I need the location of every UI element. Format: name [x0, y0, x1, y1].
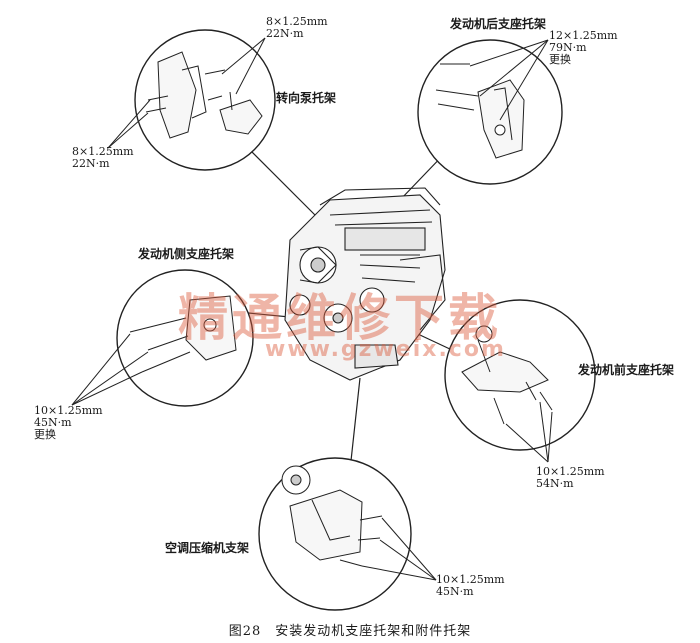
spec-bolt: 12×1.25mm — [549, 29, 618, 42]
spec-bolt: 10×1.25mm — [34, 404, 103, 417]
watermark-url: www.gzweix.com — [265, 337, 506, 362]
spec-rear-mount: 12×1.25mm 79N·m 更换 — [549, 30, 618, 66]
spec-torque: 22N·m — [266, 27, 304, 40]
label-ac-compressor-bracket: 空调压缩机支架 — [165, 541, 250, 555]
engine-illustration — [284, 187, 446, 381]
spec-bolt: 8×1.25mm — [266, 15, 328, 28]
front-pointer-lines — [505, 401, 553, 463]
front-mount-parts — [461, 325, 553, 425]
spec-torque: 54N·m — [536, 477, 574, 490]
spec-torque: 79N·m — [549, 41, 587, 54]
label-rear-mount-bracket: 发动机后支座托架 — [450, 17, 547, 31]
spec-bolt: 10×1.25mm — [436, 573, 505, 586]
spec-steering-top: 8×1.25mm 22N·m — [266, 16, 328, 40]
spec-bolt: 8×1.25mm — [72, 145, 134, 158]
spec-ac-compressor: 10×1.25mm 45N·m — [436, 574, 505, 598]
label-front-mount-bracket: 发动机前支座托架 — [578, 363, 675, 377]
watermark-text: 精通维修下载 — [178, 289, 502, 347]
callout-steering-pump — [134, 29, 276, 171]
steering-pump-parts — [145, 51, 263, 139]
label-steering-pump-bracket: 转向泵托架 — [276, 91, 337, 105]
spec-front-mount: 10×1.25mm 54N·m — [536, 466, 605, 490]
steering-pointer-lines — [107, 37, 266, 149]
spec-bolt: 10×1.25mm — [536, 465, 605, 478]
ac-compressor-parts — [281, 465, 383, 567]
spec-torque: 45N·m — [34, 416, 72, 429]
spec-torque: 45N·m — [436, 585, 474, 598]
spec-side-mount: 10×1.25mm 45N·m 更换 — [34, 405, 103, 441]
rear-pointer-lines — [469, 39, 549, 121]
figure-caption: 图28 安装发动机支座托架和附件托架 — [228, 624, 472, 639]
side-mount-parts — [129, 295, 237, 373]
spec-note: 更换 — [549, 53, 571, 66]
spec-note: 更换 — [34, 428, 56, 441]
spec-steering-left: 8×1.25mm 22N·m — [72, 146, 134, 170]
label-side-mount-bracket: 发动机侧支座托架 — [138, 247, 235, 261]
side-pointer-lines — [71, 333, 149, 406]
spec-torque: 22N·m — [72, 157, 110, 170]
ac-pointer-lines — [361, 517, 437, 581]
